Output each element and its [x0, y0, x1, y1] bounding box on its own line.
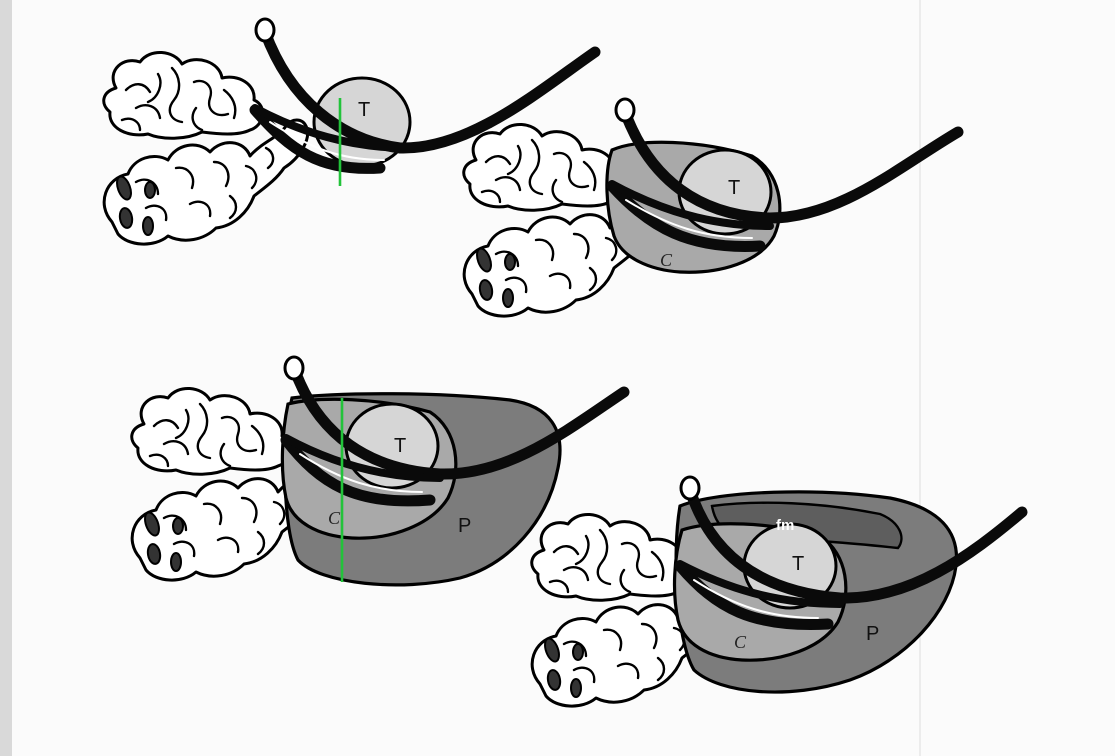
panel-2-label-testis: T	[728, 177, 740, 199]
panel-1-cord-end	[256, 19, 274, 41]
page-left-edge	[0, 0, 12, 756]
panel-2-label-capsule: C	[660, 250, 673, 270]
panel-3-label-testis: T	[394, 435, 406, 457]
panel-4-cord-end	[681, 477, 699, 499]
panel-3-label-capsule: C	[328, 508, 341, 528]
panel-4-label-fibrous-mass: fm	[776, 517, 794, 534]
panel-1-label-testis: T	[358, 99, 370, 121]
panel-4-label-capsule: C	[734, 632, 747, 652]
panel-2-cord-end	[616, 99, 634, 121]
panel-4-label-testis: T	[792, 553, 804, 575]
panel-3-cord-end	[285, 357, 303, 379]
panel-4-label-pouch: P	[866, 623, 879, 645]
panel-3-label-pouch: P	[458, 515, 471, 537]
